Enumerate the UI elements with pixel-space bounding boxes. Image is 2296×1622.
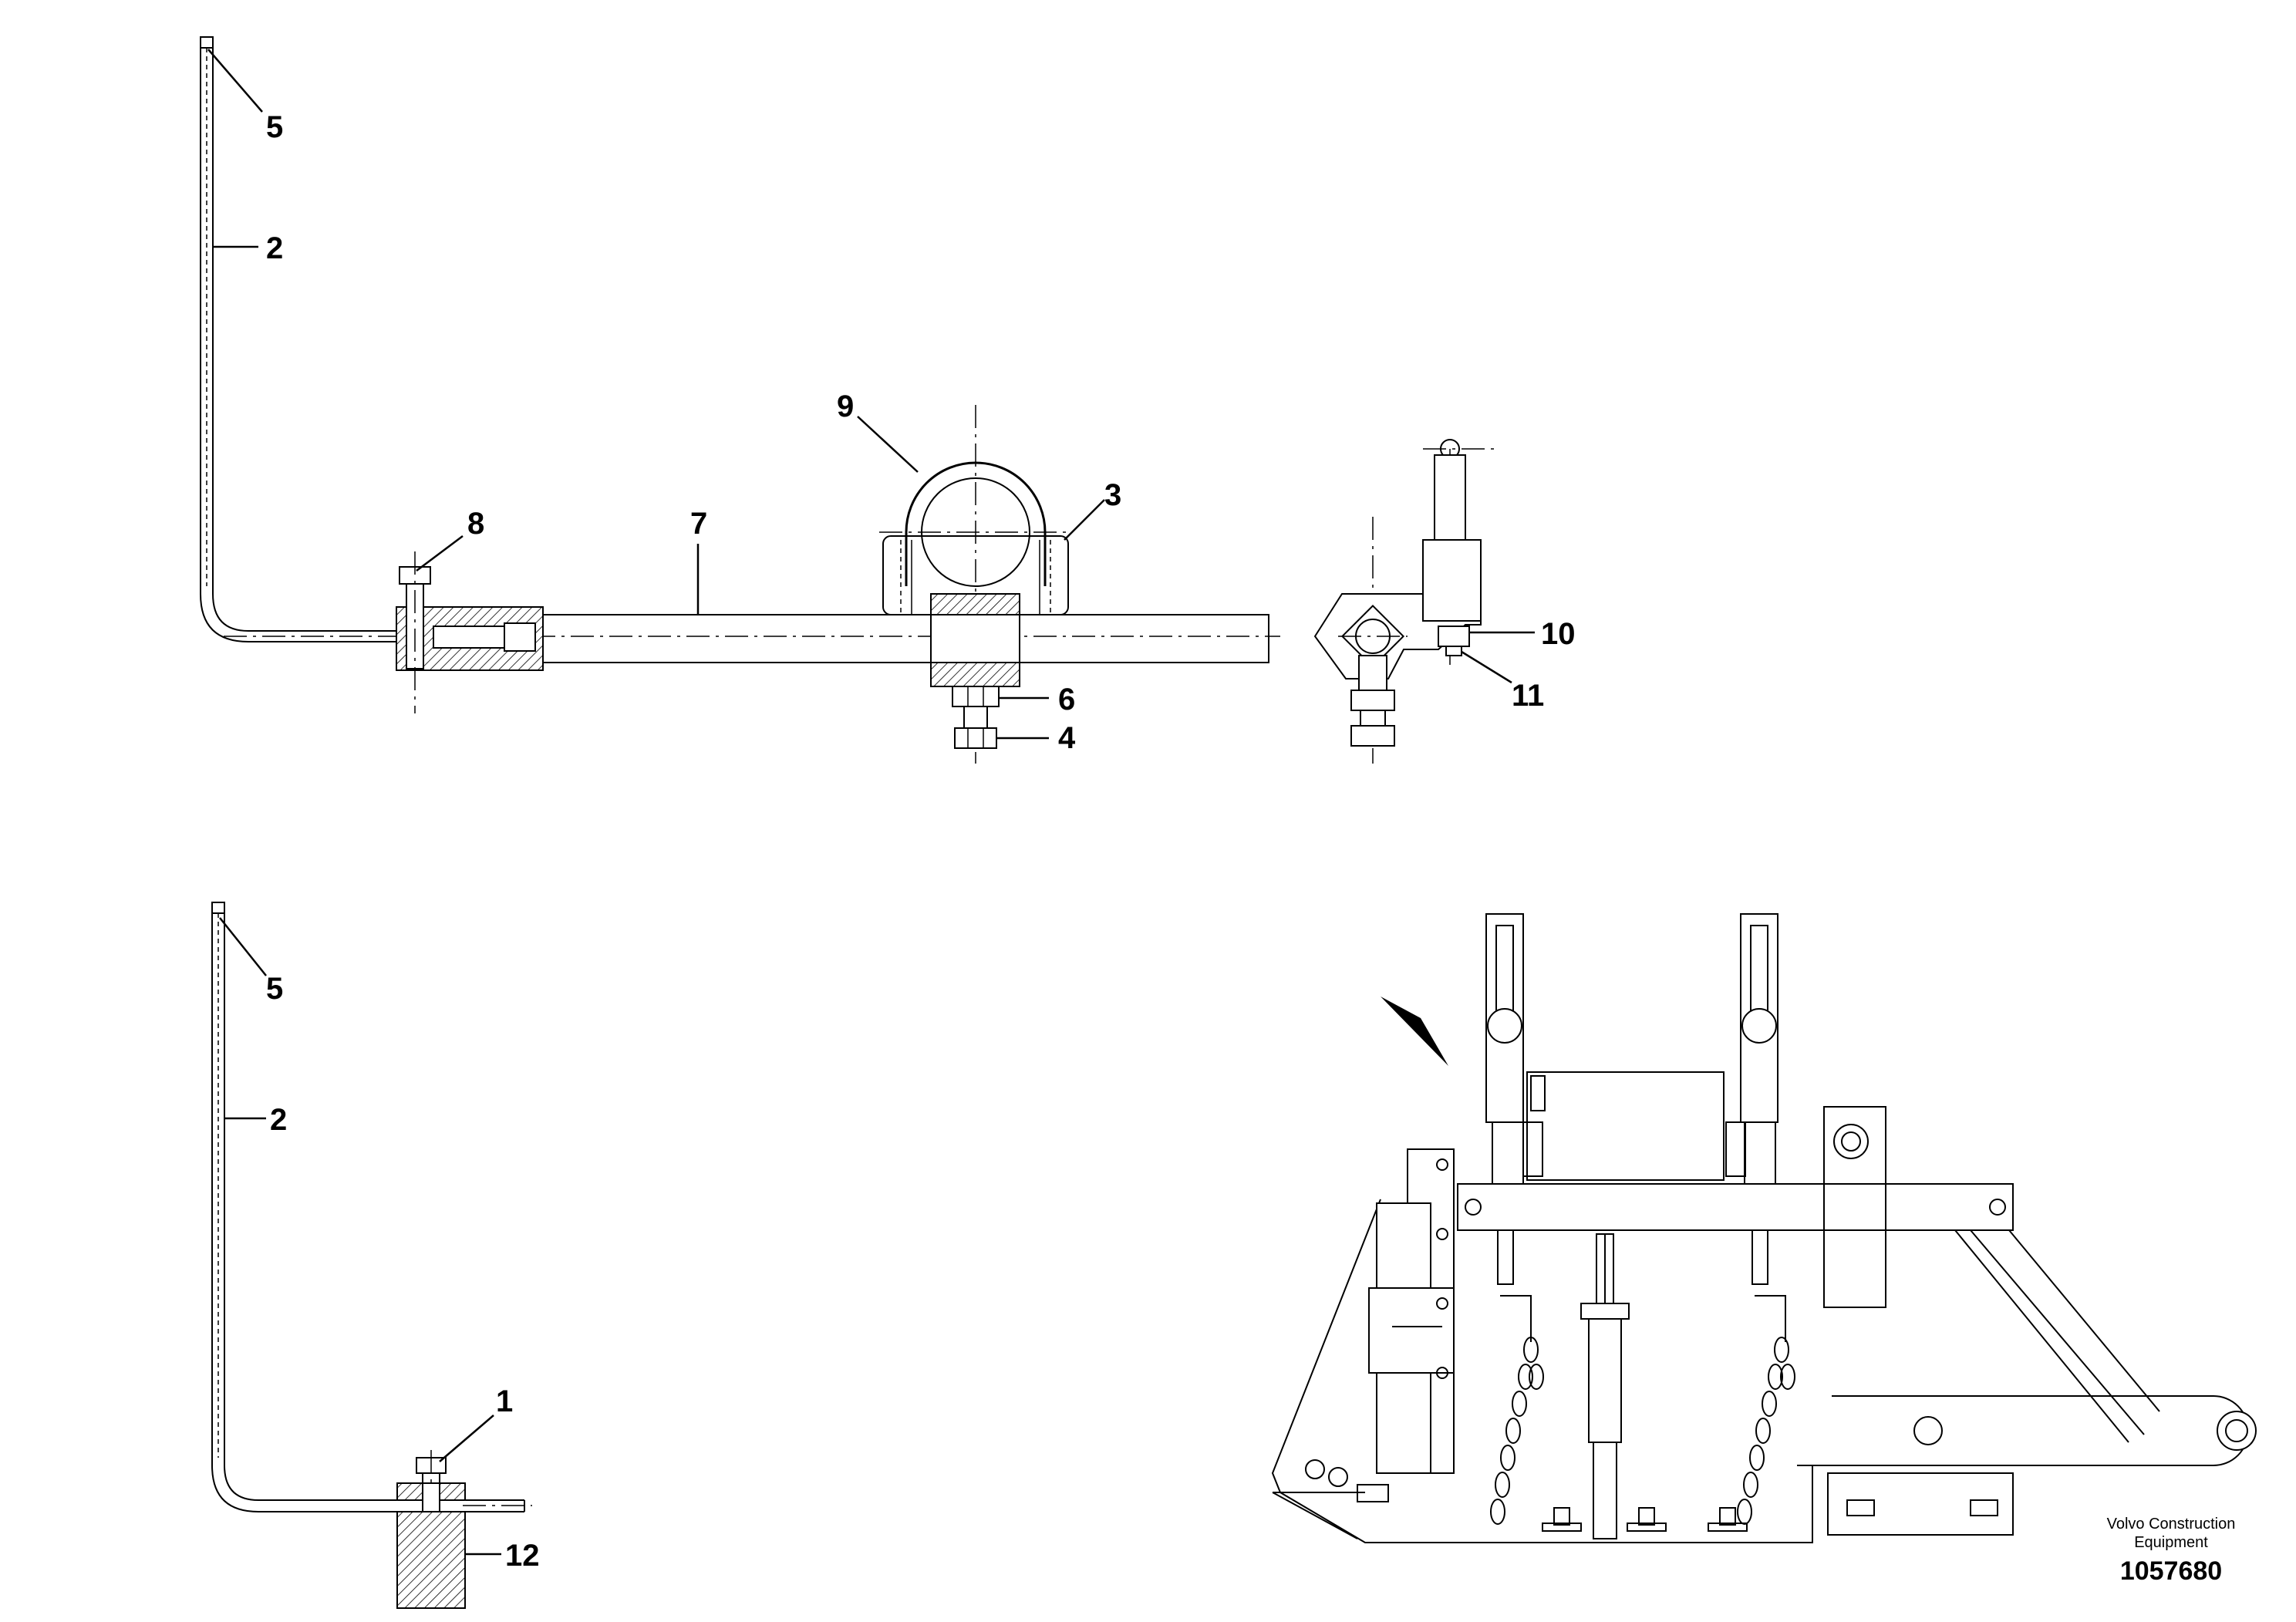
nut-part-6: [952, 686, 1000, 707]
side-view-clamp: [1313, 439, 1500, 764]
chain-right: [1737, 1229, 1795, 1525]
callout-4: 4: [1058, 721, 1076, 755]
callout-6: 6: [1058, 683, 1075, 717]
callout-5-bottom: 5: [266, 972, 283, 1006]
title-block: Volvo Construction Equipment 1057680: [2107, 1516, 2236, 1586]
company-name-line2: Equipment: [2134, 1534, 2208, 1551]
callout-1: 1: [496, 1384, 513, 1418]
block-part-12: [396, 1482, 466, 1609]
u-bolt-part-9: [879, 405, 1072, 764]
callout-leaders: [207, 49, 1535, 1556]
lower-rod-assembly: [211, 902, 532, 1609]
chain-left: [1490, 1229, 1544, 1525]
screw-part-11: [1445, 646, 1462, 656]
callout-12: 12: [505, 1539, 540, 1573]
callout-9: 9: [837, 389, 854, 423]
callout-labels: 5 2 9 3 8 7 6 4 10 11 5 2 1 12: [266, 110, 1576, 1573]
callout-5-top: 5: [266, 110, 283, 144]
callout-10: 10: [1541, 617, 1576, 651]
rod-part-2-upper: [200, 36, 401, 642]
callout-3: 3: [1104, 478, 1121, 512]
rod-part-2-lower: [211, 902, 532, 1512]
machine-location-view: [1271, 913, 2257, 1543]
document-number: 1057680: [2120, 1556, 2222, 1586]
upper-rod-assembly: [200, 36, 1280, 764]
bolt-part-4: [954, 706, 997, 749]
square-nut: [1338, 604, 1408, 669]
callout-2-bottom: 2: [270, 1103, 287, 1137]
company-name-line1: Volvo Construction: [2107, 1516, 2236, 1533]
callout-2-top: 2: [266, 231, 283, 265]
callout-8: 8: [467, 507, 484, 541]
nut-part-10: [1438, 626, 1470, 647]
saddle-block: [930, 593, 1020, 687]
bolt-part-8: [399, 551, 431, 713]
callout-11: 11: [1512, 679, 1544, 713]
bar-part-7: [224, 614, 1280, 663]
view-arrow-icon: [1381, 996, 1448, 1066]
callout-7: 7: [690, 507, 707, 541]
